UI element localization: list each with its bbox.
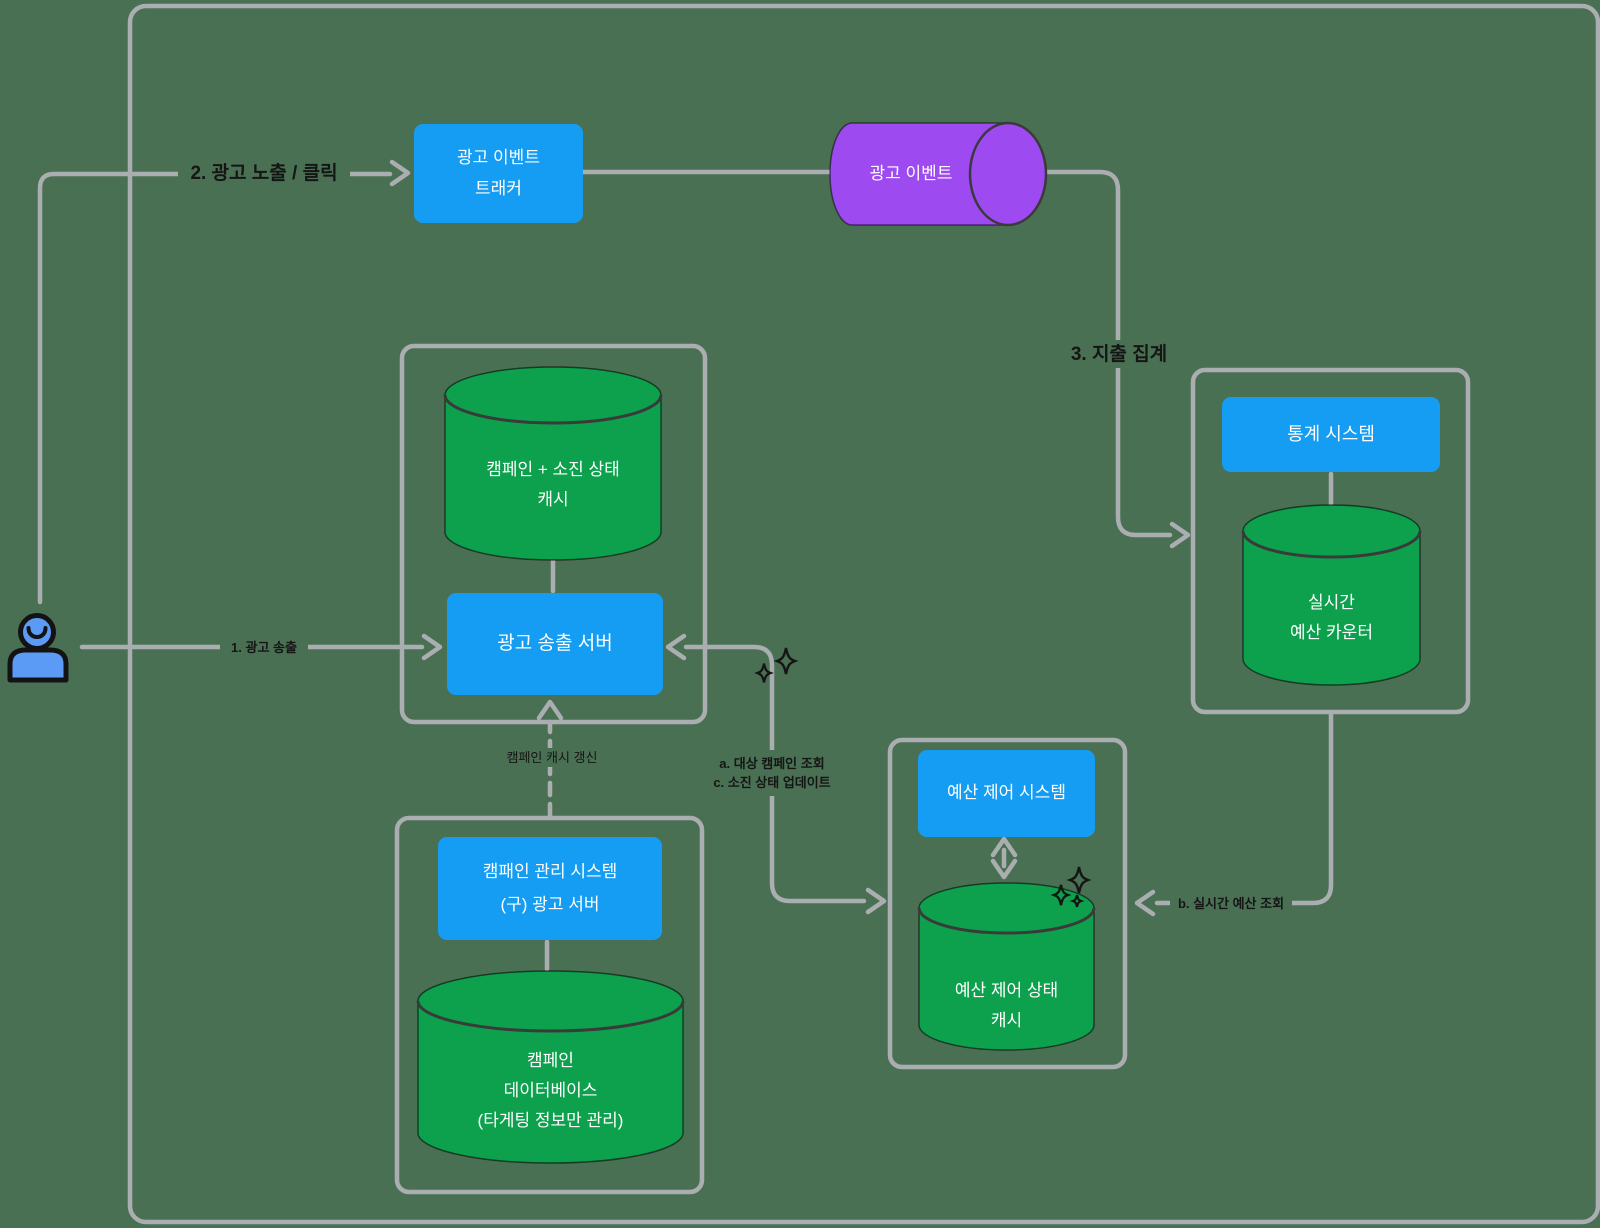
sparkle-icon [756, 662, 772, 684]
node-ad-serving-server: 광고 송출 서버 [447, 593, 663, 695]
node-campaign-mgmt-system: 캠패인 관리 시스템 (구) 광고 서버 [438, 837, 662, 940]
arrowhead-into-adserver-right [665, 633, 687, 661]
edge-label-campaign-cache-refresh: 캠페인 캐시 갱신 [498, 748, 606, 767]
sparkle-icon [1068, 865, 1090, 895]
label-realtime-budget-counter: 실시간 예산 카운터 [1290, 593, 1373, 642]
label-campaign-database: 캠페인 데이터베이스 (타게팅 정보만 관리) [477, 1051, 624, 1130]
edge-label-spend-aggregation: 3. 지출 집계 [1063, 340, 1175, 368]
edge-label-realtime-budget-lookup: b. 실시간 예산 조회 [1170, 893, 1292, 913]
container-stats [1190, 367, 1471, 715]
container-ad-serving [399, 343, 708, 725]
cylinder-seam [416, 1000, 685, 1033]
cylinder-seam [917, 907, 1096, 935]
outer-boundary [127, 3, 1600, 1225]
cylinder-realtime-budget-counter [1242, 504, 1421, 686]
edge-label-campaign-lookup-update: a. 대상 캠페인 조회 c. 소진 상태 업데이트 [698, 750, 846, 796]
arrowhead-into-adserver-left [421, 633, 443, 661]
cylinder-seams [416, 394, 1422, 1033]
arrowhead-double-down [990, 858, 1018, 880]
arrowhead-into-budget-left [865, 887, 887, 915]
group-containers [394, 343, 1471, 1195]
node-stats-system: 통계 시스템 [1222, 397, 1440, 472]
cylinder-budget-control-cache [918, 882, 1095, 1051]
queue-end-cap [968, 121, 1048, 227]
container-campaign-mgmt [394, 815, 705, 1195]
arrowhead-into-tracker [389, 159, 411, 187]
arrowhead-into-stats [1169, 521, 1191, 549]
node-budget-control-system: 예산 제어 시스템 [918, 750, 1095, 837]
edge-stats-to-budget [1154, 711, 1334, 906]
node-ad-event-tracker: 광고 이벤트 트래커 [414, 124, 583, 223]
sparkle-icon [775, 646, 797, 676]
arrowheads [389, 159, 1191, 917]
label-budget-control-cache: 예산 제어 상태 캐시 [954, 981, 1059, 1030]
user-head [18, 613, 56, 651]
cylinder-campaign-spend-cache [444, 366, 662, 561]
queue-ad-events [829, 121, 1048, 227]
label-campaign-spend-cache: 캠페인 + 소진 상태 캐시 [486, 460, 620, 509]
edge-label-serve: 1. 광고 송출 [220, 637, 308, 657]
cylinder-seam [443, 394, 663, 425]
cylinder-campaign-database [417, 970, 684, 1164]
edge-user-to-tracker [37, 171, 393, 605]
queue-body [829, 122, 1009, 226]
arrowhead-into-budget-right [1134, 889, 1156, 917]
container-budget-control [887, 737, 1128, 1070]
connector-lines [37, 169, 1334, 972]
database-cylinders [417, 366, 1421, 1164]
edge-label-impression-click: 2. 광고 노출 / 클릭 [178, 158, 350, 188]
user-body [7, 647, 69, 683]
cylinder-seam [1241, 530, 1422, 559]
arrowhead-double-up [990, 836, 1018, 858]
label-ad-event-queue: 광고 이벤트 [869, 164, 953, 183]
arrowhead-cache-refresh-up [536, 699, 564, 721]
user-icon [7, 613, 69, 683]
user-smile [26, 626, 48, 639]
